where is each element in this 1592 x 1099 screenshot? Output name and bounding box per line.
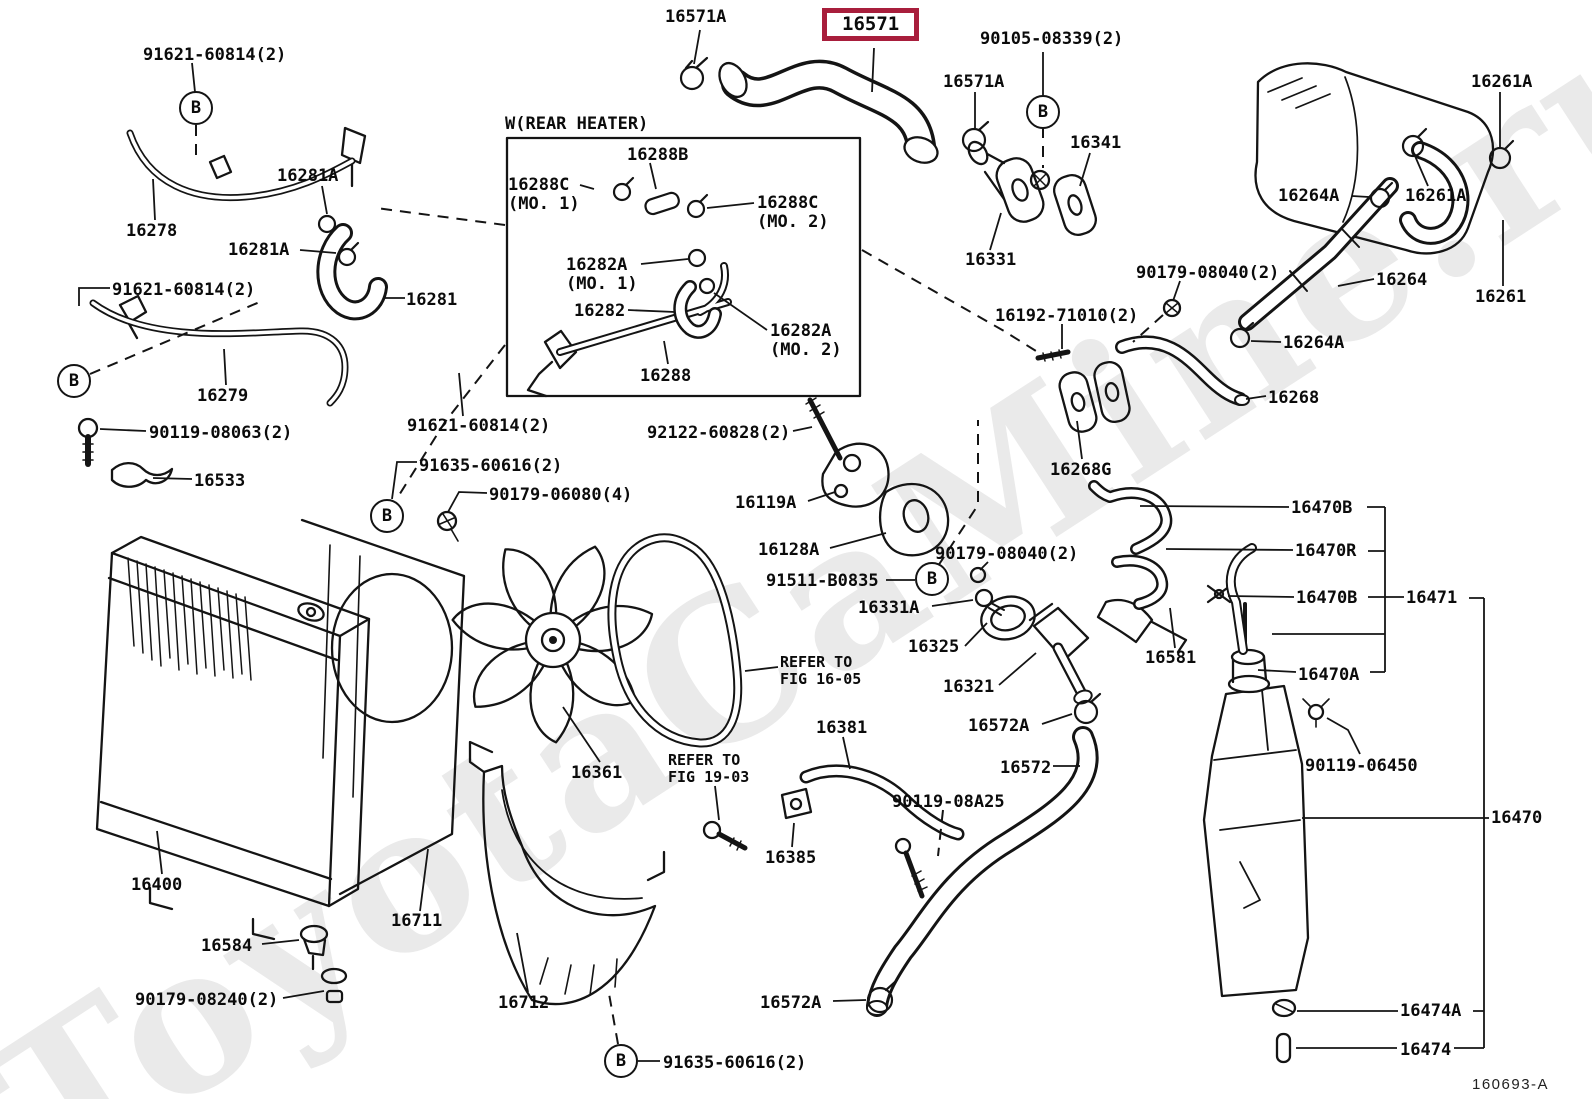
part-label-16470r[interactable]: 16470R: [1295, 541, 1357, 561]
part-label-16572a[interactable]: 16572A: [968, 716, 1030, 736]
part-label-16331[interactable]: 16331: [965, 250, 1017, 270]
part-label-16361[interactable]: 16361: [571, 763, 623, 783]
part-label-16341[interactable]: 16341: [1070, 133, 1122, 153]
note-w-rear-heater: W(REAR HEATER): [505, 114, 649, 134]
part-label-16470b[interactable]: 16470B: [1296, 588, 1358, 608]
part-label-16278[interactable]: 16278: [126, 221, 178, 241]
part-label-16268g[interactable]: 16268G: [1050, 460, 1112, 480]
part-label-91621-60814-2[interactable]: 91621-60814(2): [407, 416, 551, 436]
part-label-16279[interactable]: 16279: [197, 386, 249, 406]
part-label-92122-60828-2[interactable]: 92122-60828(2): [647, 423, 791, 443]
part-label-16192-71010-2[interactable]: 16192-71010(2): [995, 306, 1139, 326]
callout-b: B: [915, 562, 949, 596]
part-label-16470a[interactable]: 16470A: [1298, 665, 1360, 685]
part-label-16571a[interactable]: 16571A: [943, 72, 1005, 92]
callout-b: B: [57, 364, 91, 398]
part-label-90119-06450[interactable]: 90119-06450: [1305, 756, 1418, 776]
part-label-91621-60814-2[interactable]: 91621-60814(2): [112, 280, 256, 300]
part-label-16571[interactable]: 16571: [822, 8, 920, 41]
part-label-16381[interactable]: 16381: [816, 718, 868, 738]
part-label-16584[interactable]: 16584: [201, 936, 253, 956]
part-label-16288c-mo-2[interactable]: 16288C(MO. 2): [757, 193, 829, 232]
part-label-16264[interactable]: 16264: [1376, 270, 1428, 290]
part-label-16474a[interactable]: 16474A: [1400, 1001, 1462, 1021]
part-label-16268[interactable]: 16268: [1268, 388, 1320, 408]
part-label-16282a-mo-1[interactable]: 16282A(MO. 1): [566, 255, 638, 294]
part-label-90119-08063-2[interactable]: 90119-08063(2): [149, 423, 293, 443]
part-label-16281a[interactable]: 16281A: [228, 240, 290, 260]
part-label-16470b[interactable]: 16470B: [1291, 498, 1353, 518]
part-label-16325[interactable]: 16325: [908, 637, 960, 657]
part-label-16288c-mo-1[interactable]: 16288C(MO. 1): [508, 175, 580, 214]
part-label-90179-06080-4[interactable]: 90179-06080(4): [489, 485, 633, 505]
part-label-16474[interactable]: 16474: [1400, 1040, 1452, 1060]
part-label-90179-08040-2[interactable]: 90179-08040(2): [1136, 263, 1280, 283]
callout-b: B: [370, 499, 404, 533]
part-label-16385[interactable]: 16385: [765, 848, 817, 868]
figure-number: 160693-A: [1472, 1076, 1550, 1093]
part-label-16264a[interactable]: 16264A: [1283, 333, 1345, 353]
part-label-90179-08040-2[interactable]: 90179-08040(2): [935, 544, 1079, 564]
part-label-16711[interactable]: 16711: [391, 911, 443, 931]
part-label-16282a-mo-2[interactable]: 16282A(MO. 2): [770, 321, 842, 360]
part-label-91621-60814-2[interactable]: 91621-60814(2): [143, 45, 287, 65]
part-label-16581[interactable]: 16581: [1145, 648, 1197, 668]
part-label-90119-08a25[interactable]: 90119-08A25: [892, 792, 1005, 812]
part-label-91511-b0835[interactable]: 91511-B0835: [766, 571, 879, 591]
part-label-16572[interactable]: 16572: [1000, 758, 1052, 778]
part-label-16571a[interactable]: 16571A: [665, 7, 727, 27]
part-label-16119a[interactable]: 16119A: [735, 493, 797, 513]
part-label-90179-08240-2[interactable]: 90179-08240(2): [135, 990, 279, 1010]
part-label-16261[interactable]: 16261: [1475, 287, 1527, 307]
callout-b: B: [179, 91, 213, 125]
part-label-16471[interactable]: 16471: [1406, 588, 1458, 608]
part-label-16533[interactable]: 16533: [194, 471, 246, 491]
part-label-16261a[interactable]: 16261A: [1471, 72, 1533, 92]
part-label-16282[interactable]: 16282: [574, 301, 626, 321]
part-label-16400[interactable]: 16400: [131, 875, 183, 895]
callout-b: B: [604, 1044, 638, 1078]
part-label-16128a[interactable]: 16128A: [758, 540, 820, 560]
part-label-16321[interactable]: 16321: [943, 677, 995, 697]
part-label-91635-60616-2[interactable]: 91635-60616(2): [663, 1053, 807, 1073]
part-label-16281[interactable]: 16281: [406, 290, 458, 310]
part-label-16288[interactable]: 16288: [640, 366, 692, 386]
part-label-90105-08339-2[interactable]: 90105-08339(2): [980, 29, 1124, 49]
part-label-16331a[interactable]: 16331A: [858, 598, 920, 618]
part-label-91635-60616-2[interactable]: 91635-60616(2): [419, 456, 563, 476]
callout-b: B: [1026, 95, 1060, 129]
part-label-16712[interactable]: 16712: [498, 993, 550, 1013]
part-label-16261a[interactable]: 16261A: [1405, 186, 1467, 206]
part-label-16264a[interactable]: 16264A: [1278, 186, 1340, 206]
part-label-16572a[interactable]: 16572A: [760, 993, 822, 1013]
rear-heater-box: [505, 136, 862, 398]
part-label-16288b[interactable]: 16288B: [627, 145, 689, 165]
part-label-16281a[interactable]: 16281A: [277, 166, 339, 186]
part-label-16470[interactable]: 16470: [1491, 808, 1543, 828]
